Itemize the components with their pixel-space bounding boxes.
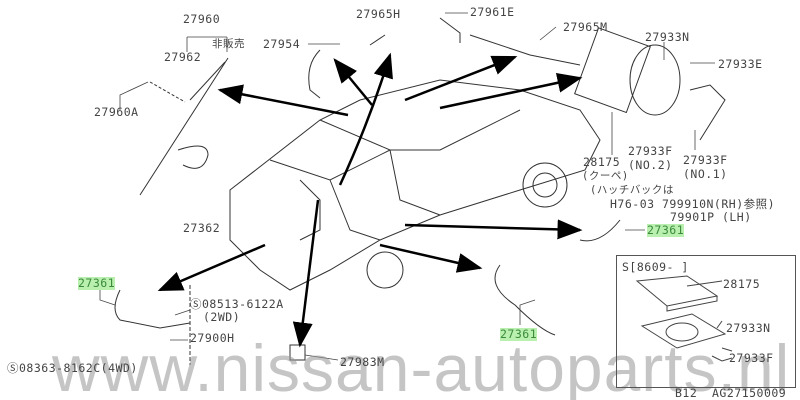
part-label-27933e: 27933E bbox=[718, 57, 763, 71]
screw-2wd-number: 08513-6122A bbox=[202, 297, 284, 311]
part-label-27983m: 27983M bbox=[340, 355, 385, 369]
hatchback-note: (ハッチバックは bbox=[590, 184, 674, 196]
inset-part-label-27933n: 27933N bbox=[726, 321, 771, 335]
watermark: www.nissan-autoparts.nl bbox=[52, 331, 791, 400]
inset-box: S[8609- ] 28175 27933N 27933F bbox=[616, 255, 796, 388]
part-label-27962: 27962 bbox=[164, 50, 202, 64]
part-label-27965h: 27965H bbox=[356, 7, 401, 21]
part-label-27954: 27954 bbox=[263, 37, 301, 51]
part-label-28175: 28175 bbox=[583, 155, 621, 169]
part-label-27965m: 27965M bbox=[563, 20, 608, 34]
reference-lh: 79901P (LH) bbox=[670, 210, 752, 224]
part-label-27961e: 27961E bbox=[470, 5, 515, 19]
part-label-27361-bottom[interactable]: 27361 bbox=[500, 327, 538, 341]
reference-rh: H76-03 799910N(RH)参照) bbox=[610, 197, 776, 211]
inset-part-label-28175: 28175 bbox=[723, 277, 761, 291]
model-code: B12 bbox=[675, 386, 698, 400]
part-label-27960a: 27960A bbox=[94, 105, 139, 119]
screw-2wd-label: Ⓢ08513-6122A bbox=[190, 297, 284, 311]
inset-artwork bbox=[635, 275, 733, 362]
two-wd-note: (2WD) bbox=[203, 310, 241, 324]
pointer-arrows bbox=[157, 52, 583, 348]
inset-part-label-27933f: 27933F bbox=[729, 351, 774, 365]
antenna-parts bbox=[114, 17, 726, 365]
part-label-27933f-no2: 27933F bbox=[628, 144, 673, 158]
part-label-27361-right[interactable]: 27361 bbox=[647, 223, 685, 237]
leader-lines bbox=[99, 12, 715, 361]
screw-4wd-number: 08363-8162C(4WD) bbox=[19, 361, 138, 375]
diagram-code: AG27150009 bbox=[712, 386, 787, 400]
part-label-27361-left[interactable]: 27361 bbox=[78, 276, 116, 290]
part-label-27960: 27960 bbox=[183, 12, 221, 26]
coupe-note: (クーペ) bbox=[582, 170, 629, 182]
car-outline bbox=[229, 79, 601, 291]
not-for-sale-note: 非販売 bbox=[212, 38, 245, 50]
screw-4wd-label: Ⓢ08363-8162C(4WD) bbox=[7, 361, 138, 375]
part-label-27362: 27362 bbox=[183, 221, 221, 235]
no2-note: (NO.2) bbox=[628, 158, 673, 172]
no1-note: (NO.1) bbox=[683, 167, 728, 181]
part-label-27900h: 27900H bbox=[190, 331, 235, 345]
inset-serial-range: S[8609- ] bbox=[622, 260, 689, 274]
part-label-27933f-no1: 27933F bbox=[683, 153, 728, 167]
part-label-27933n: 27933N bbox=[645, 30, 690, 44]
